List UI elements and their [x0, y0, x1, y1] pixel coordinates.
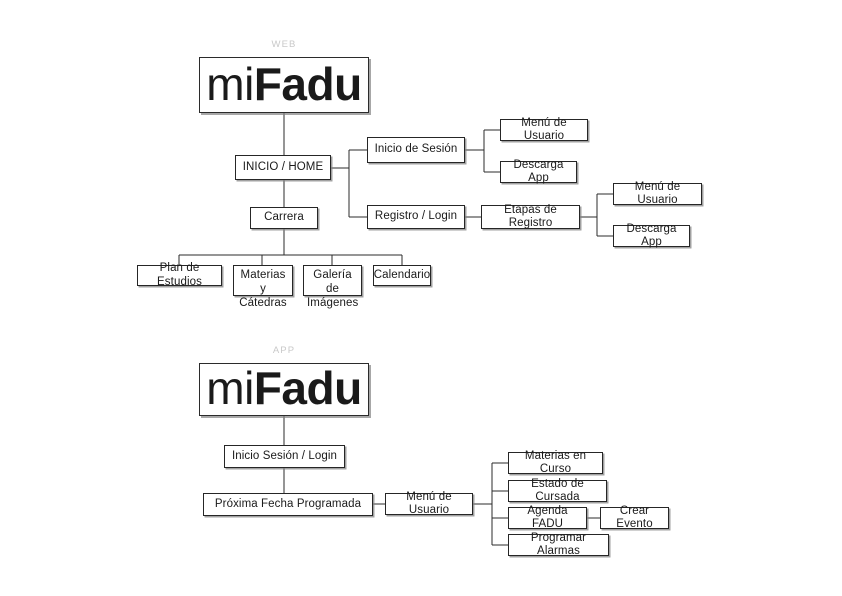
node-materias-y-catedras[interactable]: Materias y Cátedras — [233, 265, 293, 309]
node-galeria-de-imagenes-line1: Galería de — [313, 269, 352, 295]
node-etapas-de-registro[interactable]: Etapas de Registro — [481, 204, 580, 229]
node-proxima-fecha-programada[interactable]: Próxima Fecha Programada — [203, 493, 373, 516]
node-registro-login[interactable]: Registro / Login — [367, 205, 465, 229]
node-materias-y-catedras-line1: Materias y — [240, 269, 286, 295]
node-menu-de-usuario-sesion[interactable]: Menú de Usuario — [500, 117, 588, 142]
node-menu-de-usuario-app[interactable]: Menú de Usuario — [385, 491, 473, 516]
node-programar-alarmas[interactable]: Programar Alarmas — [508, 532, 609, 557]
node-agenda-fadu[interactable]: Agenda FADU — [508, 505, 587, 530]
node-materias-y-catedras-line2: Cátedras — [239, 297, 287, 309]
logo-text-light-app: mi — [206, 362, 254, 414]
node-calendario[interactable]: Calendario — [373, 265, 431, 286]
node-materias-en-curso[interactable]: Materias en Curso — [508, 450, 603, 475]
node-descarga-app-sesion[interactable]: Descarga App — [500, 159, 577, 184]
node-inicio-sesion-login[interactable]: Inicio Sesión / Login — [224, 445, 345, 468]
node-inicio-home[interactable]: INICIO / HOME — [235, 155, 331, 180]
logo-text-light: mi — [206, 57, 254, 110]
logo-text-bold-app: Fadu — [253, 362, 362, 414]
section-label-web: WEB — [271, 39, 297, 50]
logo-text-bold: Fadu — [253, 57, 362, 110]
section-label-app: APP — [272, 345, 296, 356]
node-plan-de-estudios[interactable]: Plan de Estudios — [137, 262, 222, 288]
node-galeria-de-imagenes-line2: Imágenes — [307, 297, 359, 309]
node-descarga-app-registro[interactable]: Descarga App — [613, 223, 690, 248]
node-menu-de-usuario-registro[interactable]: Menú de Usuario — [613, 181, 702, 206]
node-inicio-de-sesion[interactable]: Inicio de Sesión — [367, 137, 465, 163]
node-crear-evento[interactable]: Crear Evento — [600, 505, 669, 530]
node-carrera[interactable]: Carrera — [250, 207, 318, 229]
node-estado-de-cursada[interactable]: Estado de Cursada — [508, 478, 607, 503]
node-galeria-de-imagenes[interactable]: Galería de Imágenes — [303, 265, 362, 309]
